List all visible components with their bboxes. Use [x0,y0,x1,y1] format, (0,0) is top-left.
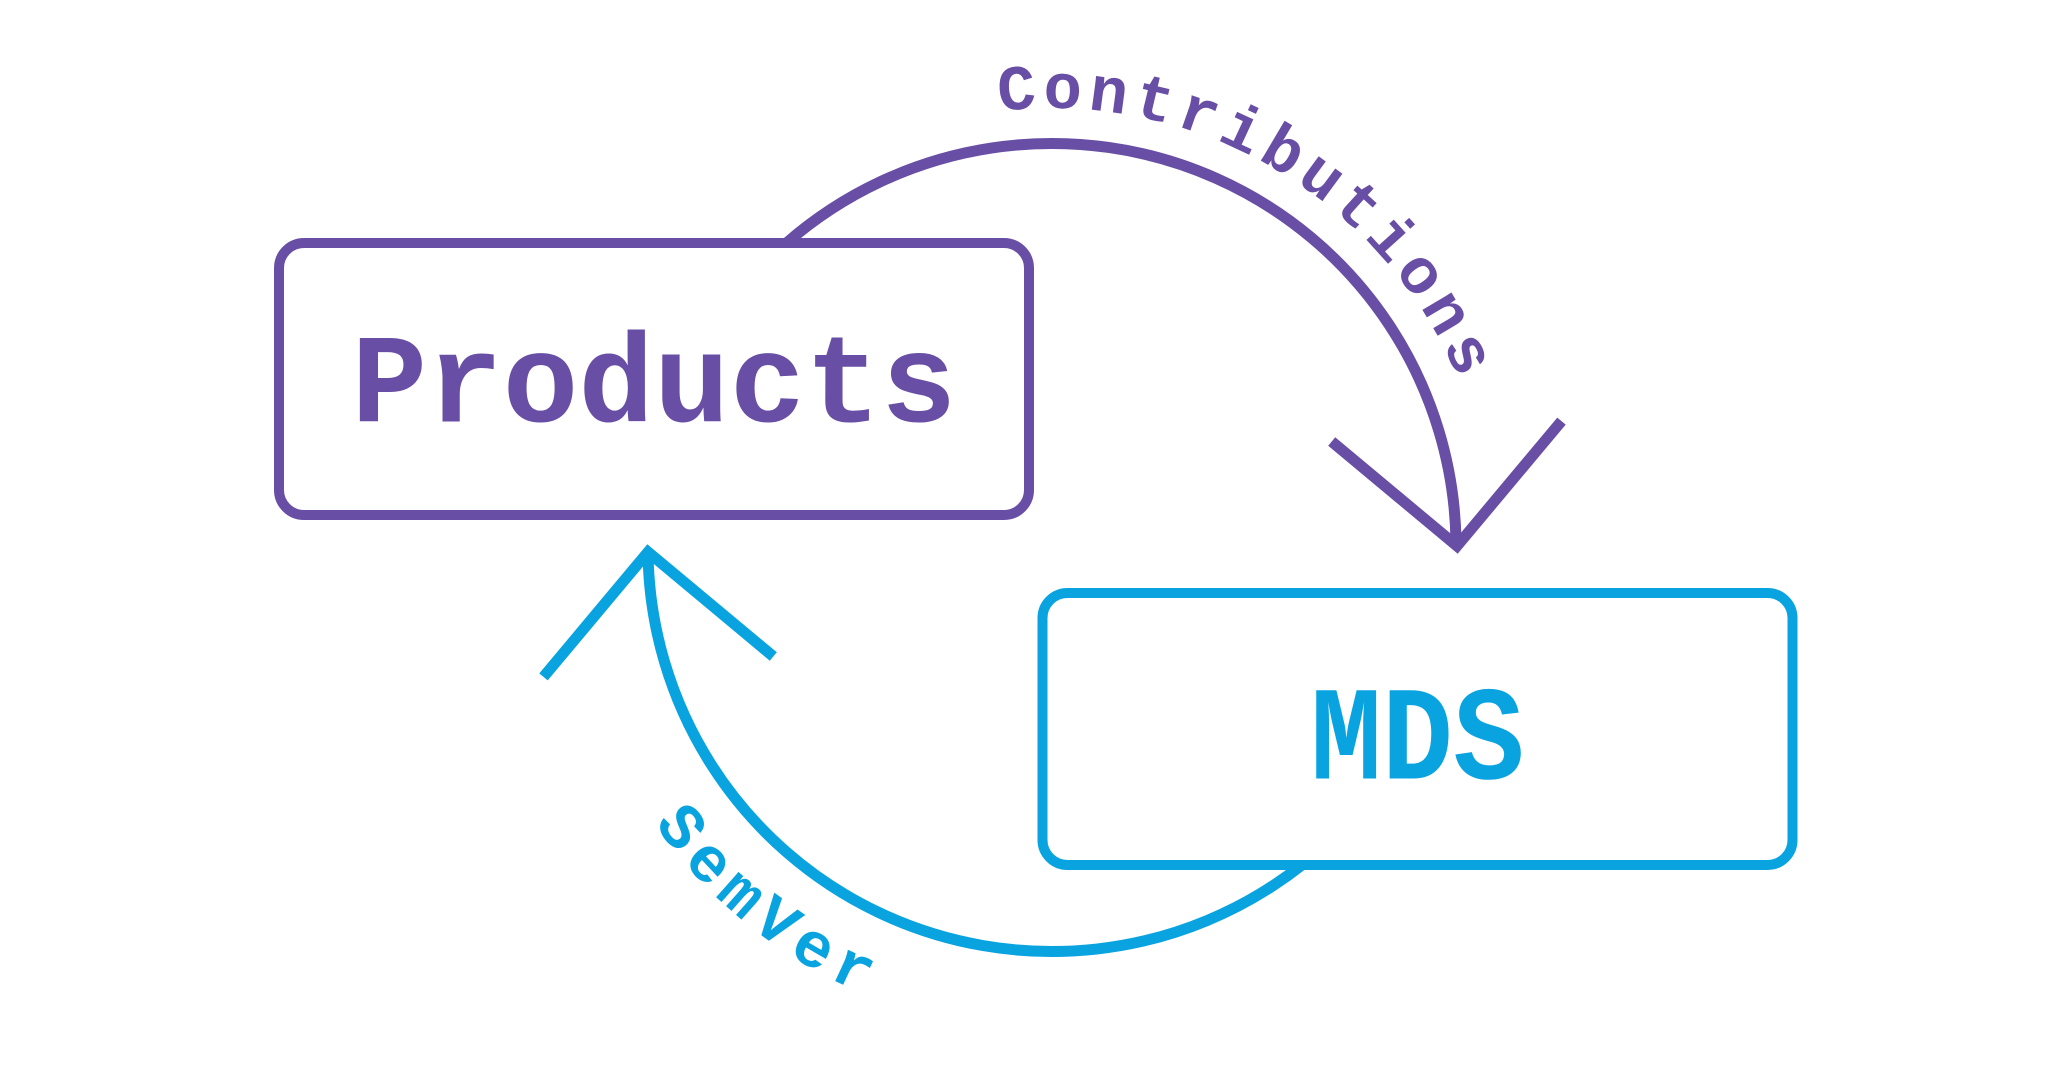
svg-text:Products: Products [352,316,957,459]
svg-text:MDS: MDS [1311,668,1525,820]
